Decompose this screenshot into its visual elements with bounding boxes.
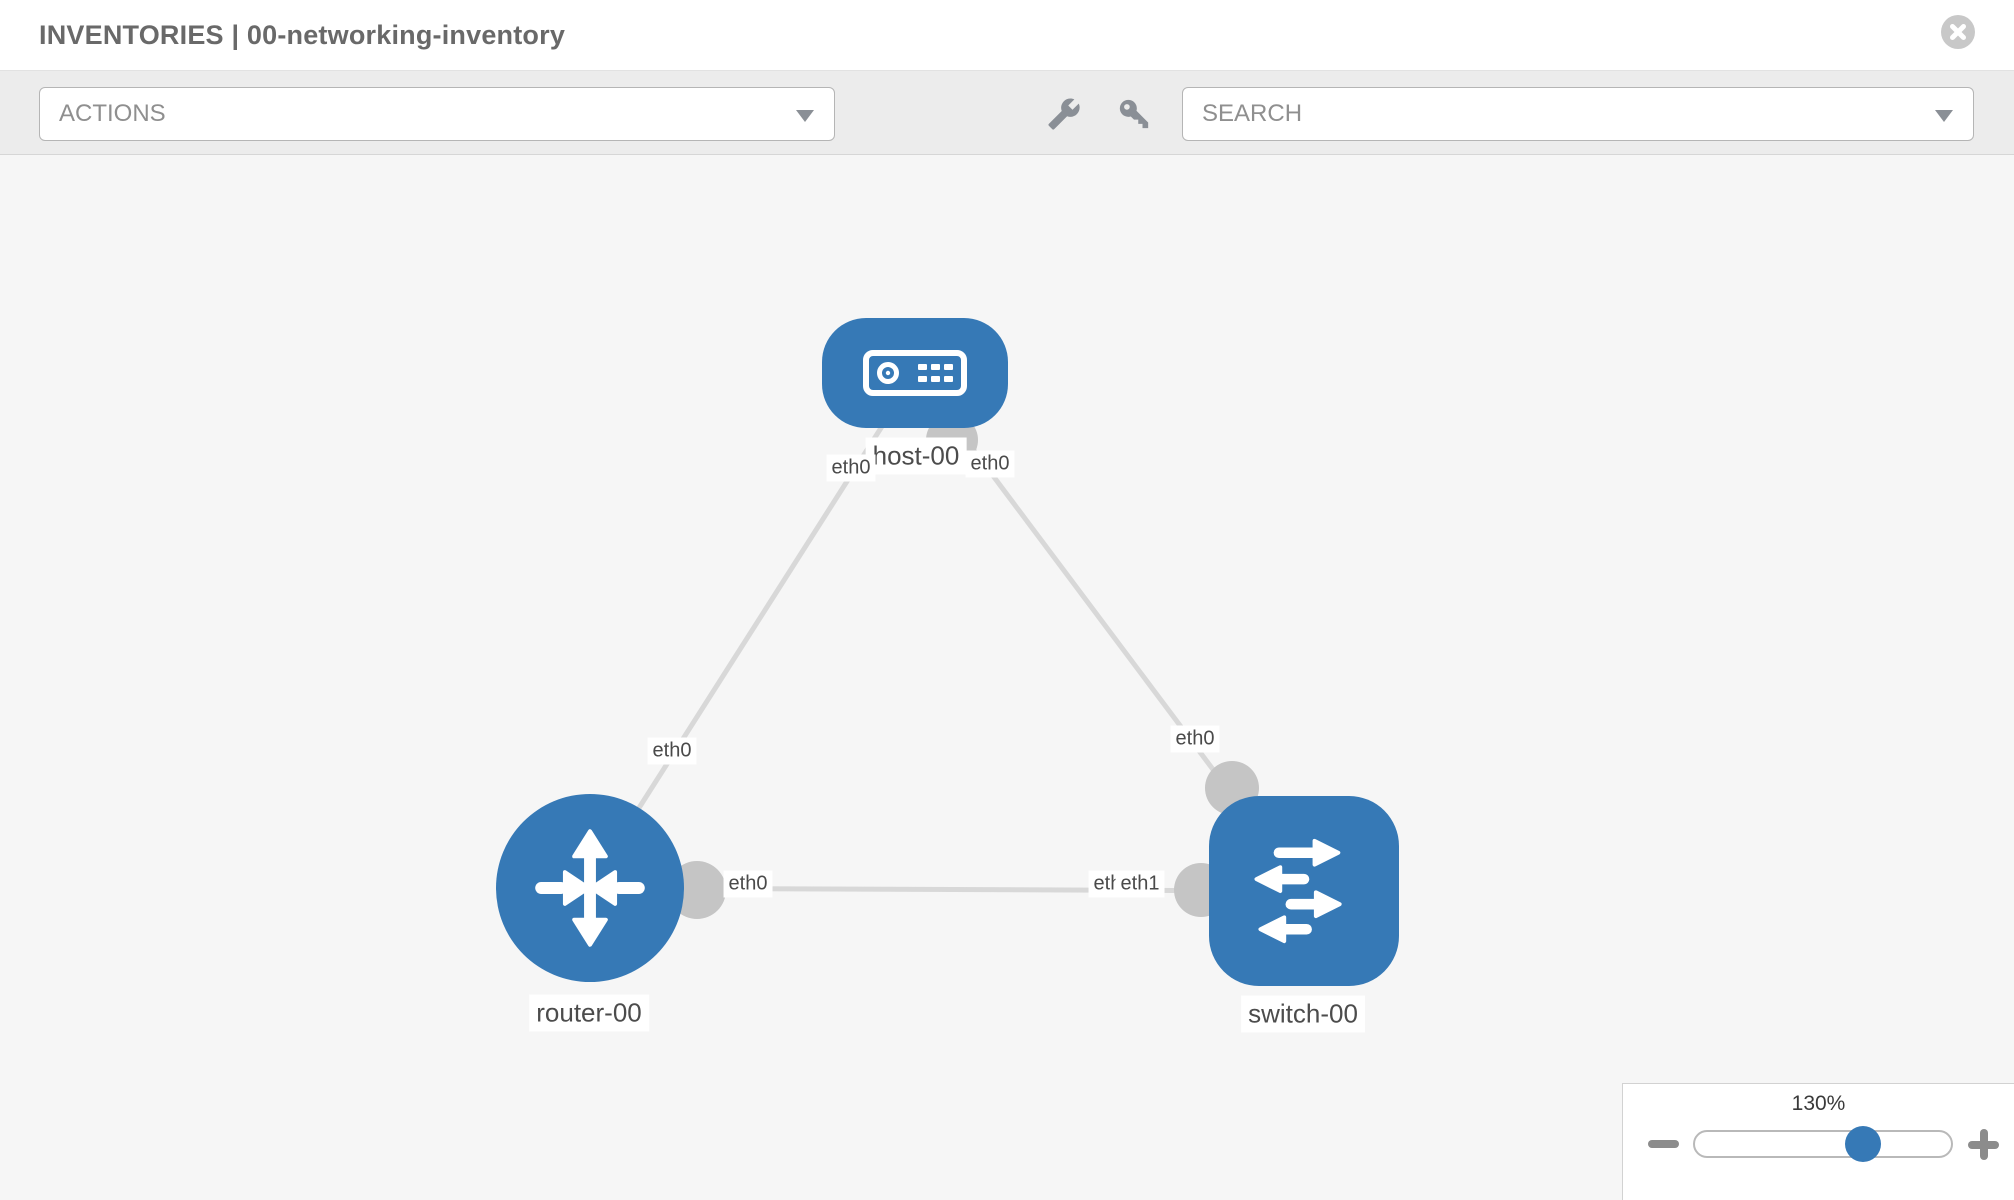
search-dropdown[interactable] <box>1182 87 1974 141</box>
chevron-down-icon <box>1935 110 1953 122</box>
interface-label: eth0 <box>647 737 697 765</box>
interface-label: eth0 <box>965 450 1015 478</box>
zoom-in-button[interactable] <box>1968 1129 1999 1160</box>
plus-icon <box>1979 1129 1988 1160</box>
tools-button[interactable] <box>1047 97 1083 133</box>
search-input[interactable] <box>1183 88 1973 140</box>
actions-dropdown[interactable]: ACTIONS <box>39 87 835 141</box>
toolbar: ACTIONS <box>0 71 2014 155</box>
node-router[interactable] <box>496 794 684 982</box>
interface-label: eth1 <box>1115 870 1165 898</box>
zoom-slider-thumb[interactable] <box>1845 1126 1881 1162</box>
topology-canvas[interactable]: host-00 router-00 switch-00 eth0 eth0 et… <box>0 155 2014 1200</box>
chevron-down-icon <box>796 110 814 122</box>
zoom-panel: 130% <box>1622 1083 2014 1200</box>
switch-icon <box>1254 838 1342 944</box>
actions-dropdown-label: ACTIONS <box>59 100 166 127</box>
zoom-level: 130% <box>1791 1092 1846 1115</box>
page-title: INVENTORIES | 00-networking-inventory <box>39 20 566 50</box>
header: INVENTORIES | 00-networking-inventory <box>0 0 2014 71</box>
close-icon <box>1950 24 1966 40</box>
interface-label: eth0 <box>1170 725 1220 753</box>
host-icon <box>863 350 967 396</box>
zoom-slider-track[interactable] <box>1693 1130 1953 1158</box>
node-host[interactable] <box>822 318 1008 428</box>
node-label-switch: switch-00 <box>1241 995 1365 1033</box>
wrench-icon <box>1048 98 1080 130</box>
credentials-button[interactable] <box>1117 97 1153 133</box>
node-label-router: router-00 <box>529 994 649 1032</box>
close-button[interactable] <box>1941 15 1975 49</box>
interface-label: eth0 <box>826 454 876 482</box>
key-icon <box>1119 99 1149 129</box>
zoom-out-button[interactable] <box>1648 1140 1679 1148</box>
interface-label: eth0 <box>723 870 773 898</box>
node-switch[interactable] <box>1209 796 1399 986</box>
router-icon <box>535 829 645 947</box>
node-label-host: host-00 <box>865 437 967 475</box>
